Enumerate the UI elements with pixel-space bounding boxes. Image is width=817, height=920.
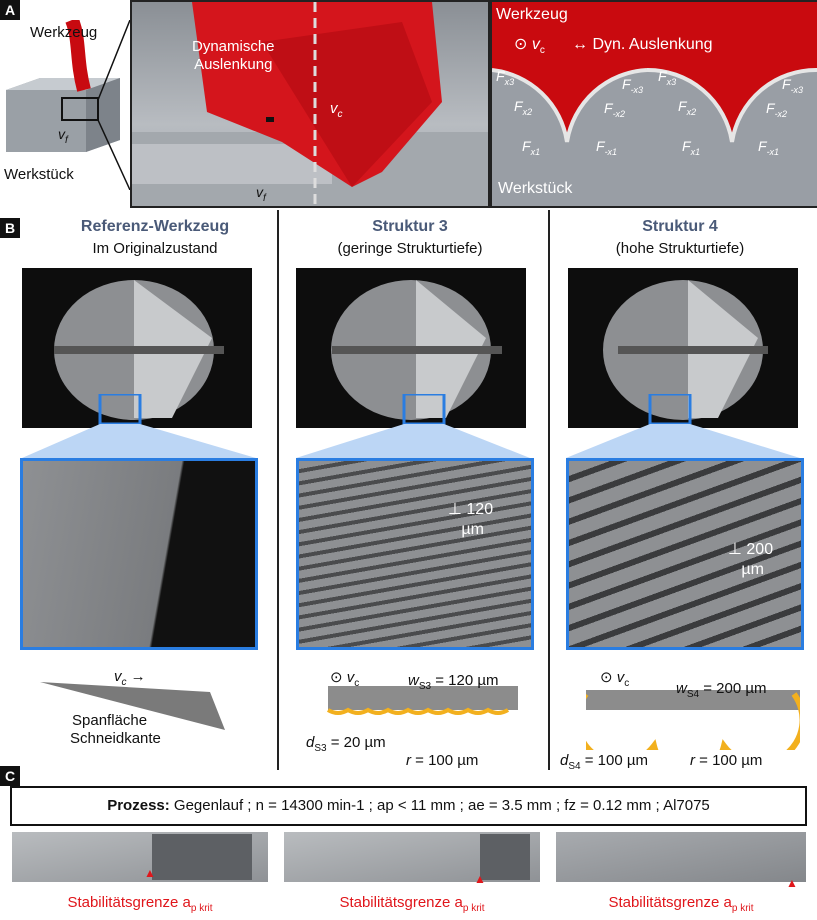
col1-title: Referenz-Werkzeug <box>80 218 230 235</box>
force-fx1: Fx1 <box>522 138 541 157</box>
col2-tool-photo <box>296 268 526 428</box>
workpiece-sketch <box>6 20 130 190</box>
col2-w: wS3 = 120 µm <box>408 672 499 692</box>
col3-zoom-funnel <box>566 394 800 458</box>
col2-r: r = 100 µm <box>406 752 479 769</box>
vc-label-mid: vc <box>330 100 343 120</box>
stab-label-1: Stabilitätsgrenze ap krit <box>67 894 213 914</box>
spanflaeche-label: Spanfläche <box>72 712 148 729</box>
col3-d: dS4 = 100 µm <box>560 752 649 772</box>
col3-zoom <box>566 458 804 650</box>
force-diagram: Werkzeug Werkstück ⊙ vc ↔ Dyn. Auslenkun… <box>490 0 817 208</box>
panel-a-label: A <box>0 0 20 20</box>
schneidkante-label: Schneidkante <box>70 730 161 747</box>
force-werkzeug-label: Werkzeug <box>496 6 568 23</box>
col1-vc: vc → <box>114 668 146 688</box>
col1-zoom <box>20 458 258 650</box>
col2-subtitle: (geringe Strukturtiefe) <box>337 240 483 257</box>
col2-zoom-funnel <box>296 394 530 458</box>
force-f-x2: F-x2 <box>604 100 626 119</box>
col2-scale: ⊥ 120 µm <box>448 501 494 538</box>
force-vc-label: ⊙ vc <box>514 36 545 57</box>
surface-photo-2: ▲ <box>284 832 540 886</box>
force-f-x1: F-x1 <box>596 138 618 157</box>
col3-title: Struktur 4 <box>642 218 718 235</box>
force-fx2-b: Fx2 <box>678 98 697 117</box>
surface-photo-3: ▲ <box>556 832 806 890</box>
col3-tool-photo <box>568 268 798 428</box>
vf-label-left: vf <box>58 126 68 146</box>
force-f-x2-b: F-x2 <box>766 100 788 119</box>
col1-zoom-funnel <box>22 394 256 458</box>
force-fx2: Fx2 <box>514 98 533 117</box>
force-fx3: Fx3 <box>496 68 515 87</box>
force-f-x3-b: F-x3 <box>782 76 804 95</box>
force-werkstueck-label: Werkstück <box>498 180 573 197</box>
force-f-x3: F-x3 <box>622 76 644 95</box>
col1-tool-photo <box>22 268 252 428</box>
force-fx1-b: Fx1 <box>682 138 701 157</box>
col3-r: r = 100 µm <box>690 752 763 769</box>
force-f-x1-b: F-x1 <box>758 138 780 157</box>
stab-label-2: Stabilitätsgrenze ap krit <box>339 894 485 914</box>
stab-label-3: Stabilitätsgrenze ap krit <box>608 894 754 914</box>
col3-subtitle: (hohe Strukturtiefe) <box>615 240 745 257</box>
werkzeug-label: Werkzeug <box>30 24 98 41</box>
col3-scale: ⊥ 200 µm <box>728 541 774 578</box>
vf-label-mid: vf <box>256 184 266 204</box>
col2-d: dS3 = 20 µm <box>306 734 386 754</box>
milling-render <box>130 0 490 208</box>
col3-w: wS4 = 200 µm <box>676 680 767 700</box>
col2-title: Struktur 3 <box>372 218 448 235</box>
force-fx3-b: Fx3 <box>658 68 677 87</box>
prozess-box: Prozess: Gegenlauf ; n = 14300 min-1 ; a… <box>10 786 807 826</box>
panel-b-label: B <box>0 218 20 238</box>
dyn-ausl-label: ↔ Dyn. Auslenkung <box>572 36 713 53</box>
col1-subtitle: Im Originalzustand <box>92 240 218 257</box>
werkstueck-label: Werkstück <box>4 166 74 183</box>
col3-vc: ⊙ vc <box>600 669 630 689</box>
col2-struct-sketch <box>326 686 518 715</box>
surface-photo-1: ▲ <box>12 832 268 882</box>
divider-2 <box>548 210 550 770</box>
col3-struct-sketch <box>586 690 800 750</box>
panel-c-label: C <box>0 766 20 786</box>
col1-edge-sketch <box>40 682 225 730</box>
divider-1 <box>277 210 279 770</box>
col2-vc: ⊙ vc <box>330 669 360 689</box>
col2-zoom <box>296 458 534 650</box>
